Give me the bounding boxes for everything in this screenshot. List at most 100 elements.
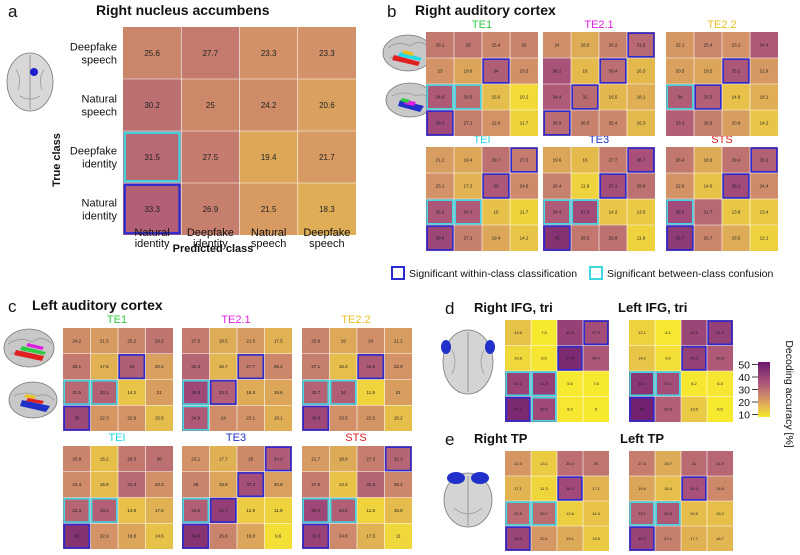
cell-value-label: 15.6 (155, 416, 164, 421)
cell-value-label: 22.9 (394, 364, 403, 369)
heatmap-cell (681, 345, 707, 371)
cell-value-label: 30.2 (144, 101, 160, 110)
heatmap-cell (681, 451, 707, 476)
cell-value-label: 12.1 (638, 330, 647, 335)
heatmap-cell (629, 396, 655, 422)
heatmap-cell (750, 32, 778, 58)
heatmap-cell (209, 405, 237, 431)
heatmap-cell (182, 497, 210, 524)
heatmap-cell (571, 199, 599, 225)
cell-value-label: 40.2 (514, 381, 523, 386)
heatmap-cell (90, 405, 118, 431)
heatmap-cell (264, 497, 292, 524)
heatmap-cell (510, 225, 538, 251)
heatmap-cell (123, 27, 182, 79)
heatmap-cell (531, 396, 557, 422)
between-class-marker (505, 501, 531, 526)
cell-value-label: 30.7 (540, 511, 549, 516)
cell-value-label: 34.6 (436, 95, 445, 100)
cell-value-label: 27.7 (246, 364, 255, 369)
cell-value-label: 26.9 (203, 205, 219, 214)
between-class-marker (454, 84, 482, 110)
cell-value-label: 24 (221, 416, 227, 421)
cell-value-label: 24.4 (760, 184, 769, 189)
heatmap-cell (297, 79, 356, 131)
within-class-marker (543, 110, 571, 136)
cell-value-label: 38.8 (311, 416, 320, 421)
cell-value-label: 21.5 (261, 205, 277, 214)
heatmap-cell (627, 199, 655, 225)
heatmap-cell (357, 405, 385, 431)
between-class-marker (666, 199, 694, 225)
cell-value-label: 24.6 (520, 184, 529, 189)
cell-value-label: 22.1 (676, 43, 685, 48)
heatmap-cell (239, 183, 298, 235)
cell-value-label: 37.9 (581, 210, 590, 215)
brain-medial-left-icon (8, 381, 58, 419)
heatmap-cell (722, 225, 750, 251)
x-tick-label: Natural (251, 227, 286, 239)
cell-value-label: 27.7 (203, 49, 219, 58)
cell-value-label: 25 (206, 101, 215, 110)
cell-value-label: 40.2 (638, 536, 647, 541)
cell-value-label: 21.7 (311, 456, 320, 461)
heatmap-cell (707, 371, 733, 397)
heatmap-cell (505, 451, 531, 476)
heatmap-cell (583, 320, 609, 346)
cell-value-label: 34 (341, 390, 347, 395)
panel-b-title: Right auditory cortex (415, 2, 556, 18)
heatmap-cell (583, 371, 609, 397)
heatmap-cell (239, 131, 298, 183)
heatmap-cell (90, 446, 118, 472)
panel-c-TE2.2-title: TE2.2 (341, 314, 370, 326)
cell-value-label: 13.5 (592, 536, 601, 541)
cell-value-label: 22.9 (100, 534, 109, 539)
heatmap-cell (707, 320, 733, 346)
cell-value-label: 18.7 (664, 461, 673, 466)
heatmap-cell (145, 446, 173, 472)
cell-value-label: 16 (582, 158, 588, 163)
heatmap-cell (118, 379, 146, 406)
cell-value-label: 35.2 (436, 210, 445, 215)
heatmap-cell (599, 147, 627, 173)
heatmap-cell (329, 405, 357, 431)
between-class-marker (302, 379, 330, 405)
cell-value-label: 11.9 (581, 184, 590, 189)
heatmap-cell (454, 58, 482, 84)
between-class-marker (182, 405, 210, 431)
panel-d-right-title: Right IFG, tri (474, 300, 553, 315)
heatmap-cell (655, 451, 681, 476)
cell-value-label: 31.9 (716, 461, 725, 466)
cell-value-label: 14.6 (704, 184, 713, 189)
heatmap-cell (302, 471, 330, 498)
cell-value-label: 38.1 (732, 184, 741, 189)
heatmap-cell (655, 320, 681, 346)
heatmap-cell (145, 497, 173, 524)
heatmap-cell (90, 328, 118, 354)
cell-value-label: 25.4 (609, 121, 618, 126)
heatmap-cell (599, 173, 627, 199)
cell-value-label: 33.1 (760, 158, 769, 163)
cell-value-label: 15.4 (664, 486, 673, 491)
cell-value-label: 27.1 (464, 236, 473, 241)
within-class-marker (557, 345, 583, 371)
heatmap-cell (426, 199, 454, 225)
cell-value-label: 28.1 (72, 364, 81, 369)
heatmap-cell (505, 396, 531, 422)
panel-b-letter: b (387, 2, 396, 21)
heatmap-cell (145, 328, 173, 354)
within-class-marker (681, 345, 707, 371)
cell-value-label: 19.1 (566, 536, 575, 541)
cell-value-label: 35.4 (592, 356, 601, 361)
heatmap-cell (384, 497, 412, 524)
cell-value-label: 28.5 (581, 236, 590, 241)
cell-value-label: 25.4 (394, 482, 403, 487)
cell-value-label: 33.1 (638, 511, 647, 516)
within-class-marker (629, 396, 655, 422)
heatmap-cell (329, 328, 357, 354)
heatmap-cell (681, 476, 707, 501)
